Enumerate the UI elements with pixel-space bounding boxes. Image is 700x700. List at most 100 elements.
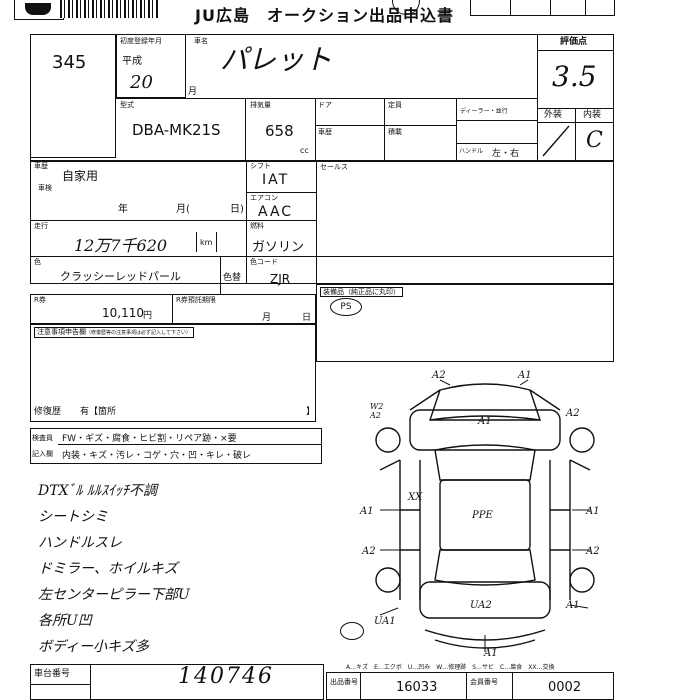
repair-label: 修復歴 xyxy=(34,407,62,417)
check-rows-box xyxy=(30,428,322,464)
dealer-label: ディーラー・並行 xyxy=(460,108,508,115)
memo-line: ボディー小キズ多 xyxy=(38,639,150,655)
notes-box xyxy=(30,324,316,422)
memo-line: シートシミ xyxy=(38,509,108,525)
score-value: 3.5 xyxy=(552,60,597,93)
equipment-label: 装備品（純正品に丸印） xyxy=(320,287,403,297)
color-change-label: 色替 xyxy=(223,273,242,283)
car-name-label: 車名 xyxy=(194,37,208,45)
ju-logo xyxy=(14,0,64,20)
footer-member-value: 0002 xyxy=(548,680,582,695)
color-code-value: ZJR xyxy=(270,272,291,286)
notes-label-text: 注意事項申告欄 xyxy=(37,328,86,336)
recycle-row xyxy=(30,294,316,324)
color-value: クラッシーレッドパール xyxy=(60,270,181,283)
diagram-mark-1: A1 xyxy=(518,370,532,381)
diagram-mark-6: XX xyxy=(408,492,423,503)
inspection-label: 車検 xyxy=(38,184,52,192)
expiry-day-label: 日 xyxy=(302,313,312,323)
spare-tire-icon xyxy=(340,622,364,640)
diagram-mark-5: A1 xyxy=(360,506,374,517)
diagram-mark-2: A1 xyxy=(478,416,492,427)
chassis-label: 車台番号 xyxy=(34,669,71,679)
diagram-mark-0: A2 xyxy=(432,370,446,381)
first-reg-year: 20 xyxy=(130,72,153,93)
barcode xyxy=(60,0,160,18)
score-label: 評価点 xyxy=(560,37,588,47)
notes-label: 注意事項申告欄（修復歴等の注意事項は必ず記入して下さい） xyxy=(34,327,194,338)
ac-label: エアコン xyxy=(250,194,278,202)
diagram-mark-8: A1 xyxy=(586,506,600,517)
mileage-value: 12万7千620 xyxy=(74,236,168,255)
recycle-label: R券 xyxy=(34,296,46,304)
footer-entry-value: 16033 xyxy=(396,680,438,695)
recycle-unit: 円 xyxy=(143,311,153,321)
displacement-unit: cc xyxy=(300,146,309,155)
diagram-mark-4: W2 A2 xyxy=(370,402,384,420)
diagram-mark-14: UA1 xyxy=(374,616,396,627)
history-label: 車歴 xyxy=(318,128,332,136)
cargo-label: 積載 xyxy=(388,128,402,136)
inspection-year-label: 年 xyxy=(118,204,128,215)
color-code-label: 色コード xyxy=(250,258,278,266)
memo-line: 左センターピラー下部U xyxy=(38,587,190,603)
mileage-label: 走行 xyxy=(34,222,48,230)
displacement-value: 658 xyxy=(265,122,294,140)
exterior-label: 外装 xyxy=(544,110,563,120)
check-row-0-items: FW・ギズ・腐食・ヒビ割・リペア跡・×要 xyxy=(62,434,237,444)
ps-circled: PS xyxy=(330,298,362,316)
lot-number-box xyxy=(30,34,116,158)
diagram-mark-11: A2 xyxy=(586,546,600,557)
diagram-mark-13: A1 xyxy=(566,600,580,611)
handle-options: 左・右 xyxy=(492,149,520,159)
footer-entry-label: 出品番号 xyxy=(330,678,358,686)
equipment-box xyxy=(316,284,614,362)
first-reg-label: 初度登録年月 xyxy=(120,37,162,45)
plate-type-value: 自家用 xyxy=(62,169,99,183)
interior-value: C xyxy=(586,128,603,153)
recycle-value: 10,110 xyxy=(102,306,144,320)
check-row-1-items: 内装・キズ・汚レ・コゲ・穴・凹・キレ・破レ xyxy=(62,451,252,461)
chassis-value: 140746 xyxy=(178,664,274,689)
repair-close: 】 xyxy=(306,407,316,417)
memo-line: ハンドルスレ xyxy=(38,535,122,551)
model-label: 型式 xyxy=(120,101,134,109)
mileage-unit: km xyxy=(200,238,213,247)
sales-point-label: セールス xyxy=(320,163,348,171)
logo-mark-icon xyxy=(25,3,51,15)
fuel-value: ガソリン xyxy=(252,240,305,255)
inspection-day-label: 日) xyxy=(230,204,244,215)
header-stamp-boxes xyxy=(470,0,615,16)
exterior-slash xyxy=(541,124,571,158)
repair-value: 有【箇所 xyxy=(80,407,117,417)
form-title: JU広島 オークション出品申込書 xyxy=(195,6,454,25)
footer-member-label: 会員番号 xyxy=(470,678,498,686)
inspection-month-label: 月( xyxy=(176,204,190,215)
diagram-mark-15: A1 xyxy=(484,648,498,659)
expiry-label: R券預託期限 xyxy=(176,296,216,304)
check-row-1-label: 記入欄 xyxy=(32,450,53,458)
diagram-mark-3: A2 xyxy=(566,408,580,419)
chassis-box xyxy=(30,664,324,700)
displacement-label: 排気量 xyxy=(250,101,271,109)
interior-label: 内装 xyxy=(583,110,602,120)
diagram-mark-7: PPE xyxy=(472,510,493,521)
doors-label: ドア xyxy=(318,101,332,109)
shift-value: IAT xyxy=(262,172,290,188)
expiry-month-label: 月 xyxy=(262,313,272,323)
ps-text: PS xyxy=(340,302,352,312)
memo-line: DTXﾞﾙ ﾙﾙｽｲｯﾁ不調 xyxy=(38,483,157,499)
details-block xyxy=(30,160,614,284)
first-reg-cell xyxy=(116,34,186,98)
first-reg-era: 平成 xyxy=(122,56,142,67)
color-label: 色 xyxy=(34,258,41,266)
car-name: パレット xyxy=(220,43,333,76)
check-row-0-label: 検査員 xyxy=(32,434,53,442)
fuel-label: 燃料 xyxy=(250,222,264,230)
diagram-mark-10: A2 xyxy=(362,546,376,557)
lot-number: 345 xyxy=(52,52,87,73)
first-reg-month-label: 月 xyxy=(188,87,198,97)
diagram-mark-12: UA2 xyxy=(470,600,492,611)
notes-sublabel: （修復歴等の注意事項は必ず記入して下さい） xyxy=(86,330,191,336)
seats-label: 定員 xyxy=(388,101,402,109)
